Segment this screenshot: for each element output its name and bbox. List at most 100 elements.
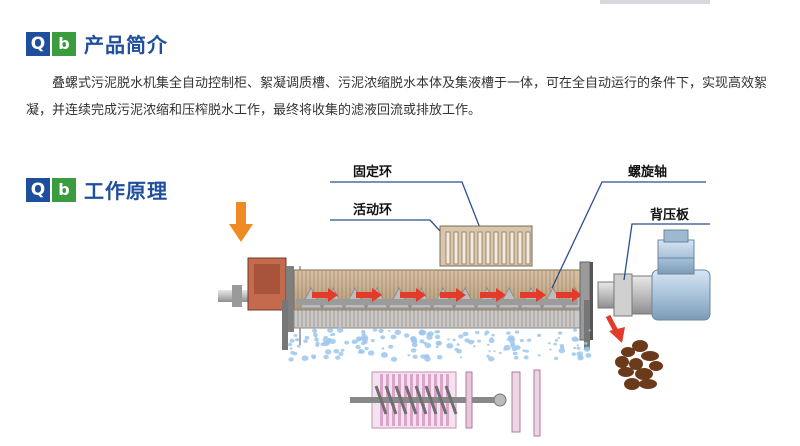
water-drop xyxy=(456,343,460,346)
cake-chunk xyxy=(618,367,634,377)
back-pressure-assembly xyxy=(597,273,653,317)
water-drop xyxy=(491,333,495,337)
screw-detail-figure xyxy=(350,369,541,437)
water-drop xyxy=(403,333,410,338)
water-drop xyxy=(288,357,294,362)
water-drop xyxy=(514,345,521,350)
cake-chunk xyxy=(632,340,648,352)
water-drop xyxy=(326,337,332,342)
water-drop xyxy=(537,354,541,357)
water-drop xyxy=(325,349,332,355)
water-drop xyxy=(344,340,350,345)
shaft xyxy=(296,299,578,305)
water-drop xyxy=(327,328,334,333)
water-drop xyxy=(435,345,439,348)
leader-screw-shaft xyxy=(551,181,706,289)
flow-arrow-body xyxy=(480,292,496,298)
water-drop xyxy=(313,330,317,334)
water-drop xyxy=(537,333,542,337)
water-drop xyxy=(293,334,298,337)
flow-arrow-head xyxy=(372,288,382,302)
cake-chunk xyxy=(629,358,643,370)
detail-screw-flight xyxy=(384,385,398,415)
water-drop xyxy=(380,352,388,358)
water-drop xyxy=(571,336,579,342)
flow-arrow-body xyxy=(400,292,416,298)
water-drop xyxy=(410,348,417,353)
water-drop xyxy=(464,338,470,343)
callout-ring-bar xyxy=(517,231,523,265)
callout-ring-bar xyxy=(501,231,507,265)
water-drop xyxy=(434,334,441,340)
water-drop xyxy=(418,329,426,336)
water-drop xyxy=(424,356,431,362)
cake-chunk xyxy=(641,351,659,361)
water-drop xyxy=(553,342,557,346)
water-drop xyxy=(452,338,456,342)
water-drop xyxy=(411,339,418,344)
water-drop xyxy=(367,350,375,356)
callout-ring-bar xyxy=(461,231,467,265)
callout-ring-bar xyxy=(493,231,499,265)
water-drop xyxy=(370,339,375,343)
flow-arrow-body xyxy=(520,292,536,298)
water-drop xyxy=(289,347,293,350)
water-drop xyxy=(508,337,516,343)
badge-b: b xyxy=(52,31,76,56)
water-drop xyxy=(456,348,462,354)
water-drop xyxy=(547,342,551,345)
badge-q: Q xyxy=(26,31,50,56)
water-drop xyxy=(585,353,592,358)
water-drop xyxy=(462,331,469,337)
water-drop xyxy=(510,343,516,348)
water-drop xyxy=(477,339,481,343)
water-drop xyxy=(486,354,490,358)
water-drop xyxy=(394,329,402,335)
water-drop xyxy=(426,335,433,340)
water-drop xyxy=(576,351,584,357)
drive-motor xyxy=(651,229,711,321)
water-drop xyxy=(316,343,320,346)
water-drop xyxy=(419,339,425,344)
water-drop xyxy=(303,339,308,343)
water-drop xyxy=(557,336,561,339)
callout-ring-bar xyxy=(509,231,515,265)
water-drop xyxy=(335,355,341,360)
flow-arrow-head xyxy=(572,288,582,302)
water-drop xyxy=(331,332,336,336)
leader-back-plate xyxy=(623,223,710,281)
water-drop xyxy=(488,350,491,353)
water-drop xyxy=(514,330,520,334)
water-drop xyxy=(356,337,361,341)
water-drop xyxy=(557,331,563,335)
water-drop xyxy=(320,342,325,347)
flow-arrow-head xyxy=(496,288,506,302)
label-fixed-ring: 固定环 xyxy=(353,164,392,180)
flow-arrow-body xyxy=(556,292,572,298)
water-drop xyxy=(289,338,295,343)
support-leg xyxy=(282,300,288,350)
water-drop xyxy=(487,356,495,362)
callout-ring-bar xyxy=(485,231,491,265)
cake-chunk xyxy=(635,368,653,380)
flow-arrow-head xyxy=(328,288,338,302)
water-drop xyxy=(512,351,518,356)
top-divider xyxy=(600,0,710,4)
water-drop xyxy=(471,340,475,343)
section-title-principle: 工作原理 xyxy=(84,179,168,203)
callout-ring-bar xyxy=(445,231,451,265)
water-drop xyxy=(525,349,529,353)
water-drop xyxy=(573,346,577,350)
water-drop xyxy=(380,335,386,340)
water-drop xyxy=(390,334,397,340)
water-drop xyxy=(503,344,511,351)
water-drop xyxy=(498,351,502,355)
water-drop xyxy=(436,354,443,360)
detail-screw-flight xyxy=(444,385,458,415)
water-drop xyxy=(484,332,488,336)
intro-paragraph: 叠螺式污泥脱水机集全自动控制柜、絮凝调质槽、污泥浓缩脱水本体及集液槽于一体，可在… xyxy=(26,76,768,118)
water-drop xyxy=(312,356,316,360)
water-drop xyxy=(295,338,300,342)
label-screw-shaft: 螺旋轴 xyxy=(628,164,667,180)
callout-ring-bar xyxy=(453,231,459,265)
